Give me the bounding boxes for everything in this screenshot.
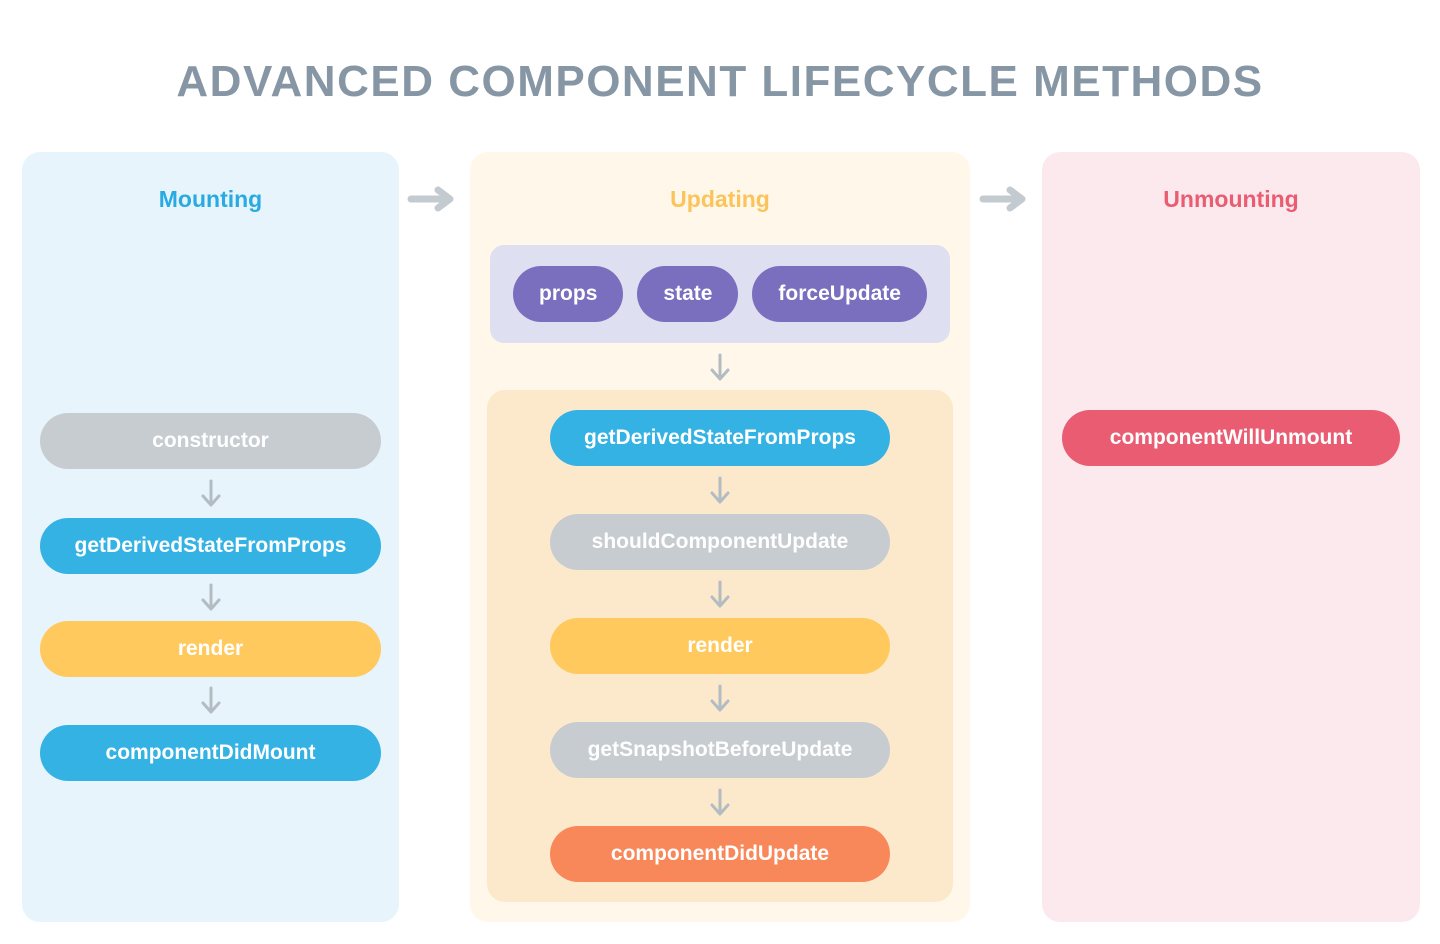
trigger-pill-forceupdate: forceUpdate bbox=[752, 266, 927, 322]
trigger-pill-state: state bbox=[637, 266, 739, 322]
step-pill-getderivedstatefromprops: getDerivedStateFromProps bbox=[40, 518, 381, 574]
step-pill-getsnapshotbeforeupdate: getSnapshotBeforeUpdate bbox=[550, 722, 890, 778]
step-pill-constructor: constructor bbox=[40, 413, 381, 469]
page-title: ADVANCED COMPONENT LIFECYCLE METHODS bbox=[176, 57, 1264, 106]
updating-column-title: Updating bbox=[670, 186, 770, 212]
down-arrow-icon bbox=[487, 475, 953, 512]
step-pill-shouldcomponentupdate: shouldComponentUpdate bbox=[550, 514, 890, 570]
down-arrow-icon bbox=[22, 685, 399, 722]
step-pill-render: render bbox=[40, 621, 381, 677]
down-arrow-icon bbox=[470, 352, 970, 389]
down-arrow-icon bbox=[487, 579, 953, 616]
step-pill-componentdidmount: componentDidMount bbox=[40, 725, 381, 781]
down-arrow-icon bbox=[22, 582, 399, 619]
update-flow-container: getDerivedStateFromProps shouldComponent… bbox=[487, 390, 953, 902]
flow-arrow-updating-to-unmounting bbox=[978, 185, 1034, 218]
step-pill-componentwillunmount: componentWillUnmount bbox=[1062, 410, 1400, 466]
flow-arrow-mounting-to-updating bbox=[406, 185, 462, 218]
mounting-column: Mounting constructor getDerivedStateFrom… bbox=[22, 152, 399, 922]
step-pill-componentdidupdate: componentDidUpdate bbox=[550, 826, 890, 882]
down-arrow-icon bbox=[487, 787, 953, 824]
mounting-column-title: Mounting bbox=[158, 186, 263, 212]
unmounting-column: Unmounting componentWillUnmount bbox=[1042, 152, 1420, 922]
update-triggers-container: props state forceUpdate bbox=[490, 245, 950, 343]
trigger-pill-props: props bbox=[513, 266, 624, 322]
step-pill-getderivedstatefromprops: getDerivedStateFromProps bbox=[550, 410, 890, 466]
down-arrow-icon bbox=[487, 683, 953, 720]
unmounting-column-title: Unmounting bbox=[1163, 186, 1299, 212]
updating-column: Updating props state forceUpdate getDeri… bbox=[470, 152, 970, 922]
down-arrow-icon bbox=[22, 478, 399, 515]
step-pill-render: render bbox=[550, 618, 890, 674]
